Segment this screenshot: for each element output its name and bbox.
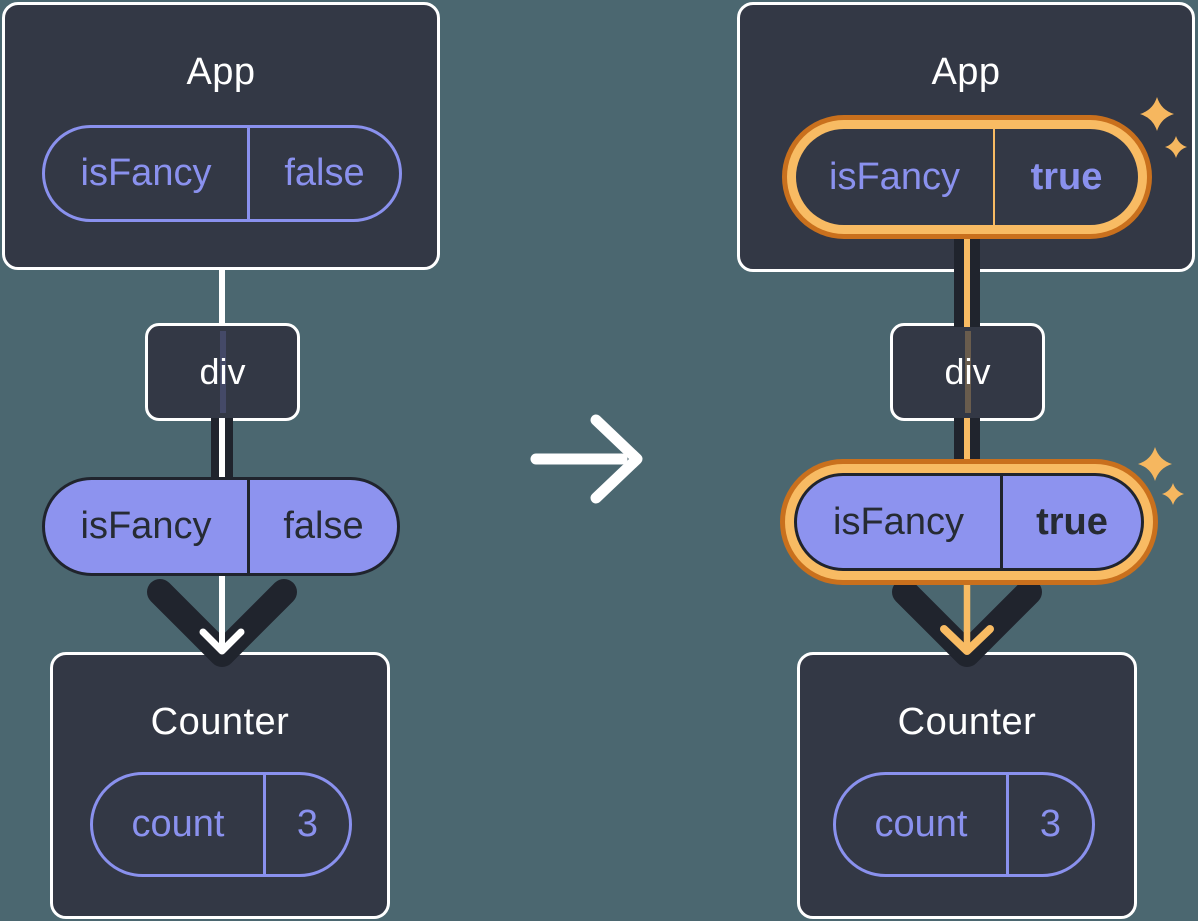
highlight-ring: isFancy true <box>780 459 1158 585</box>
state-key: count <box>836 775 1009 874</box>
prop-pill-before: isFancy false <box>42 477 400 576</box>
edge-app-div-after <box>954 233 980 327</box>
state-key: count <box>93 775 266 874</box>
down-arrow-icon-before <box>147 571 297 667</box>
highlight-ring: isFancy true <box>782 115 1152 239</box>
edge-core <box>219 418 225 480</box>
state-value: true <box>1030 155 1103 198</box>
state-value: 3 <box>296 803 319 845</box>
div-label: div <box>199 351 246 392</box>
state-key: isFancy <box>796 129 995 225</box>
edge-app-div-before <box>219 264 225 326</box>
counter-state-pill-after: count 3 <box>833 772 1095 877</box>
prop-value: true <box>1036 500 1108 543</box>
edge-core <box>964 233 970 327</box>
counter-title: Counter <box>150 701 290 743</box>
highlight-ring-inner: isFancy true <box>785 464 1153 580</box>
counter-state-pill-before: count 3 <box>90 772 352 877</box>
prop-key: isFancy <box>797 476 1003 568</box>
prop-key: isFancy <box>45 480 250 573</box>
edge-ghost-line <box>964 331 971 413</box>
prop-value: false <box>283 505 364 547</box>
edge-ghost-line <box>219 331 226 413</box>
edge-div-prop-before <box>211 418 233 480</box>
state-value: false <box>284 152 365 194</box>
state-key: isFancy <box>45 128 250 219</box>
div-node-after: div <box>890 323 1045 421</box>
app-state-pill-after: isFancy true <box>796 129 1138 225</box>
prop-pill-after: isFancy true <box>794 473 1144 571</box>
edge-div-prop-after <box>954 418 980 464</box>
div-label: div <box>944 351 991 392</box>
app-state-pill-before: isFancy false <box>42 125 402 222</box>
app-title: App <box>931 51 1001 93</box>
edge-core <box>964 418 970 464</box>
right-arrow-icon <box>530 414 643 504</box>
highlight-ring-inner: isFancy true <box>787 120 1147 234</box>
app-title: App <box>186 51 256 93</box>
state-value: 3 <box>1039 803 1062 845</box>
counter-title: Counter <box>897 701 1037 743</box>
down-arrow-icon-after <box>892 574 1042 667</box>
div-node-before: div <box>145 323 300 421</box>
